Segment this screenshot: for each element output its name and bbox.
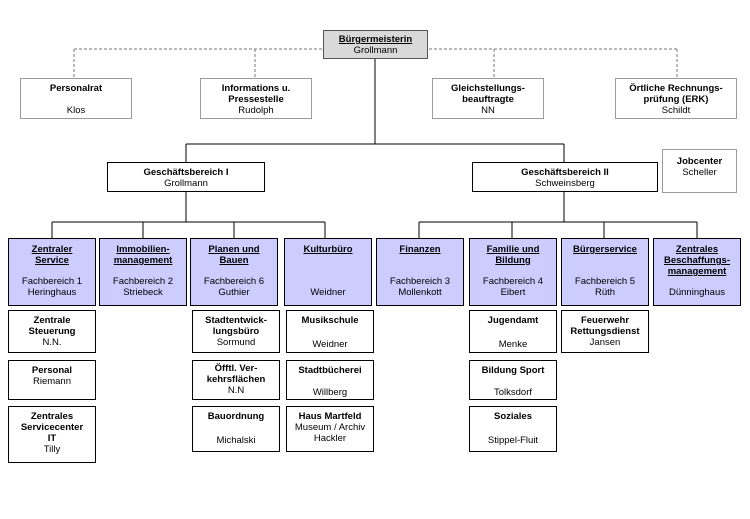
staff-title: Örtliche Rechnungs- prüfung (ERK): [629, 83, 723, 105]
dept-buergerservice: Bürgerservice Fachbereich 5 Rüth: [561, 238, 649, 306]
unit-stadtbuecherei: Stadtbücherei Willberg: [286, 360, 374, 400]
unit-title: Musikschule: [301, 315, 359, 326]
unit-name: N.N.: [42, 337, 62, 348]
staff-name: Rudolph: [238, 105, 274, 116]
gb-title: Geschäftsbereich I: [143, 167, 229, 178]
staff-name: Schildt: [661, 105, 691, 116]
unit-title: Zentrales Servicecenter IT: [20, 411, 84, 444]
unit-musikschule: Musikschule Weidner: [286, 310, 374, 353]
jobcenter-title: Jobcenter: [676, 156, 723, 167]
gb-title: Geschäftsbereich II: [521, 167, 609, 178]
dept-zentraler-service: Zentraler Service Fachbereich 1 Heringha…: [8, 238, 96, 306]
unit-name: Tolksdorf: [493, 387, 532, 398]
geschaeftsbereich-2: Geschäftsbereich II Schweinsberg: [472, 162, 658, 192]
dept-title: Zentraler Service: [31, 244, 73, 266]
unit-name: Sormund: [216, 337, 256, 348]
unit-name: Stippel-Fluit: [487, 435, 539, 446]
dept-sub: Fachbereich 1 Heringhaus: [21, 276, 83, 298]
staff-personalrat: Personalrat Klos: [20, 78, 132, 119]
dept-title: Familie und Bildung: [486, 244, 540, 266]
dept-title: Kulturbüro: [303, 244, 353, 255]
unit-name: N.N: [227, 385, 245, 396]
unit-title: Stadtbücherei: [298, 365, 362, 376]
unit-title: Zentrale Steuerung: [28, 315, 76, 337]
staff-rechnungspruefung: Örtliche Rechnungs- prüfung (ERK) Schild…: [615, 78, 737, 119]
unit-title: Öfftl. Ver- kehrsflächen: [206, 363, 266, 385]
staff-title: Personalrat: [49, 83, 103, 94]
hierarchy-connectors: [51, 58, 698, 238]
unit-bildung-sport: Bildung Sport Tolksdorf: [469, 360, 557, 400]
unit-jugendamt: Jugendamt Menke: [469, 310, 557, 353]
dept-familie-und-bildung: Familie und Bildung Fachbereich 4 Eibert: [469, 238, 557, 306]
unit-soziales: Soziales Stippel-Fluit: [469, 406, 557, 452]
dept-title: Immobilien- management: [113, 244, 173, 266]
unit-zentrales-servicecenter-it: Zentrales Servicecenter IT Tilly: [8, 406, 96, 463]
mayor-box: Bürgermeisterin Grollmann: [323, 30, 428, 59]
unit-title: Personal: [31, 365, 73, 376]
unit-title: Bauordnung: [207, 411, 265, 422]
unit-name: Menke: [498, 339, 528, 350]
staff-title: Informations u. Pressestelle: [221, 83, 291, 105]
jobcenter-box: Jobcenter Scheller: [662, 149, 737, 193]
jobcenter-name: Scheller: [682, 167, 717, 178]
dept-title: Zentrales Beschaffungs- management: [664, 244, 730, 277]
dept-title: Bürgerservice: [573, 244, 637, 255]
dept-finanzen: Finanzen Fachbereich 3 Mollenkott: [376, 238, 464, 306]
dept-immobilienmanagement: Immobilien- management Fachbereich 2 Str…: [99, 238, 187, 306]
dept-zentrales-beschaffungsmanagement: Zentrales Beschaffungs- management Dünni…: [653, 238, 741, 306]
unit-title: Feuerwehr Rettungsdienst: [570, 315, 640, 337]
dept-title: Planen und Bauen: [208, 244, 260, 266]
unit-name: Riemann: [32, 376, 72, 387]
dept-sub: Fachbereich 5 Rüth: [574, 276, 636, 298]
dept-sub: Weidner: [310, 287, 346, 298]
dept-kulturbuero: Kulturbüro Weidner: [284, 238, 372, 306]
dept-sub: Fachbereich 4 Eibert: [482, 276, 544, 298]
staff-pressestelle: Informations u. Pressestelle Rudolph: [200, 78, 312, 119]
unit-name: Jansen: [589, 337, 621, 348]
staff-name: Klos: [66, 105, 86, 116]
unit-title: Haus Martfeld: [298, 411, 362, 422]
unit-verkehrsflaechen: Öfftl. Ver- kehrsflächen N.N: [192, 360, 280, 400]
dept-sub: Fachbereich 3 Mollenkott: [389, 276, 451, 298]
mayor-title: Bürgermeisterin: [338, 34, 413, 45]
unit-title: Stadtentwick- lungsbüro: [205, 315, 267, 337]
gb-name: Schweinsberg: [535, 178, 595, 189]
unit-haus-martfeld: Haus Martfeld Museum / Archiv Hackler: [286, 406, 374, 452]
unit-name: Museum / Archiv Hackler: [294, 422, 366, 444]
dept-sub: Fachbereich 2 Striebeck: [112, 276, 174, 298]
unit-bauordnung: Bauordnung Michalski: [192, 406, 280, 452]
unit-zentrale-steuerung: Zentrale Steuerung N.N.: [8, 310, 96, 353]
dept-sub: Dünninghaus: [669, 287, 725, 298]
dept-title: Finanzen: [399, 244, 441, 255]
unit-title: Jugendamt: [487, 315, 539, 326]
geschaeftsbereich-1: Geschäftsbereich I Grollmann: [107, 162, 265, 192]
staff-title: Gleichstellungs- beauftragte: [451, 83, 525, 105]
unit-personal: Personal Riemann: [8, 360, 96, 400]
unit-name: Michalski: [216, 435, 256, 446]
dept-sub: Fachbereich 6 Guthier: [203, 276, 265, 298]
gb-name: Grollmann: [164, 178, 208, 189]
unit-title: Bildung Sport: [481, 365, 545, 376]
staff-gleichstellung: Gleichstellungs- beauftragte NN: [432, 78, 544, 119]
staff-name: NN: [481, 105, 495, 116]
mayor-name: Grollmann: [353, 45, 398, 56]
unit-name: Willberg: [312, 387, 348, 398]
unit-name: Tilly: [43, 444, 61, 455]
unit-stadtentwicklungsbuero: Stadtentwick- lungsbüro Sormund: [192, 310, 280, 353]
unit-title: Soziales: [493, 411, 533, 422]
dept-planen-und-bauen: Planen und Bauen Fachbereich 6 Guthier: [190, 238, 278, 306]
unit-feuerwehr: Feuerwehr Rettungsdienst Jansen: [561, 310, 649, 353]
unit-name: Weidner: [312, 339, 348, 350]
